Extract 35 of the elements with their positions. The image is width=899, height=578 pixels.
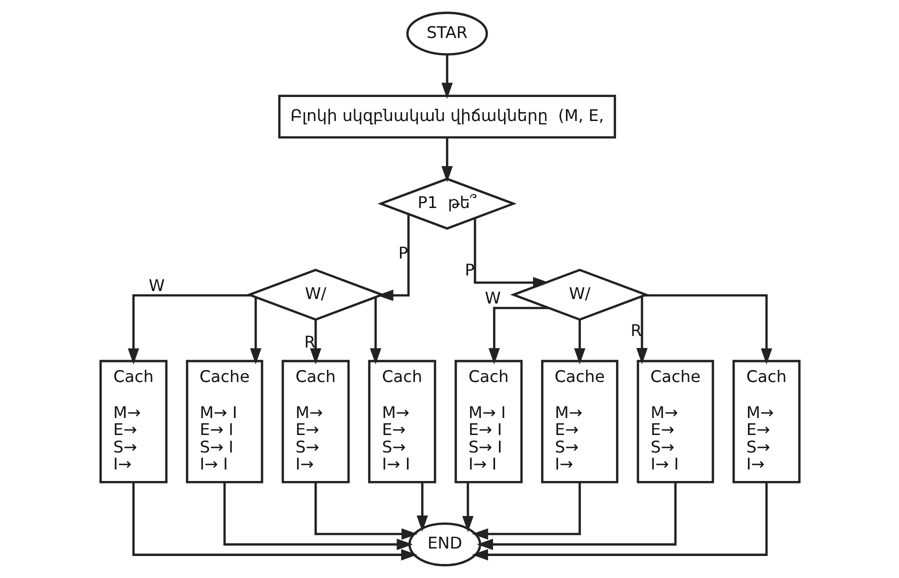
arrow bbox=[376, 214, 410, 301]
arrow bbox=[222, 482, 412, 550]
arrow bbox=[473, 218, 549, 288]
arrow bbox=[369, 297, 381, 364]
arrow bbox=[314, 482, 418, 540]
edge-label: P bbox=[464, 260, 474, 280]
node-diamond: P1 թե՞ bbox=[377, 178, 516, 230]
node-box: Cach M→ E→ S→ I→ bbox=[281, 360, 350, 484]
arrow bbox=[644, 294, 772, 365]
node-box: Cach M→ E→ S→ I→ I bbox=[368, 360, 436, 484]
node-box: Cache M→ I E→ I S→ I I→ I bbox=[185, 360, 263, 484]
node-box: Cach M→ E→ S→ I→ bbox=[732, 360, 800, 484]
edge-label: W bbox=[484, 288, 500, 308]
node-box: Cach M→ I E→ I S→ I I→ I bbox=[454, 360, 522, 484]
node-ellipse: STAR bbox=[406, 12, 488, 56]
arrow bbox=[132, 482, 417, 560]
arrow bbox=[440, 138, 452, 182]
edge-label: W bbox=[148, 276, 164, 295]
arrow bbox=[416, 482, 428, 532]
arrow bbox=[471, 482, 768, 560]
node-box: Cach M→ E→ S→ I→ bbox=[98, 360, 167, 484]
node-box: Բլոկի սկզբնական վիճակները (M, E, bbox=[278, 94, 616, 139]
arrow bbox=[471, 482, 580, 540]
arrow bbox=[250, 297, 261, 364]
node-box: Cache M→ E→ S→ I→ bbox=[540, 360, 618, 484]
node-box: Cache M→ E→ S→ I→ I bbox=[636, 360, 714, 484]
arrow bbox=[574, 320, 585, 364]
arrow bbox=[440, 54, 452, 99]
node-diamond: W/ bbox=[510, 268, 649, 321]
arrow bbox=[488, 306, 548, 364]
node-ellipse: END bbox=[408, 522, 481, 566]
arrow bbox=[476, 482, 676, 550]
edge-label: P bbox=[398, 244, 408, 263]
arrow bbox=[127, 294, 250, 365]
arrow bbox=[462, 482, 474, 532]
